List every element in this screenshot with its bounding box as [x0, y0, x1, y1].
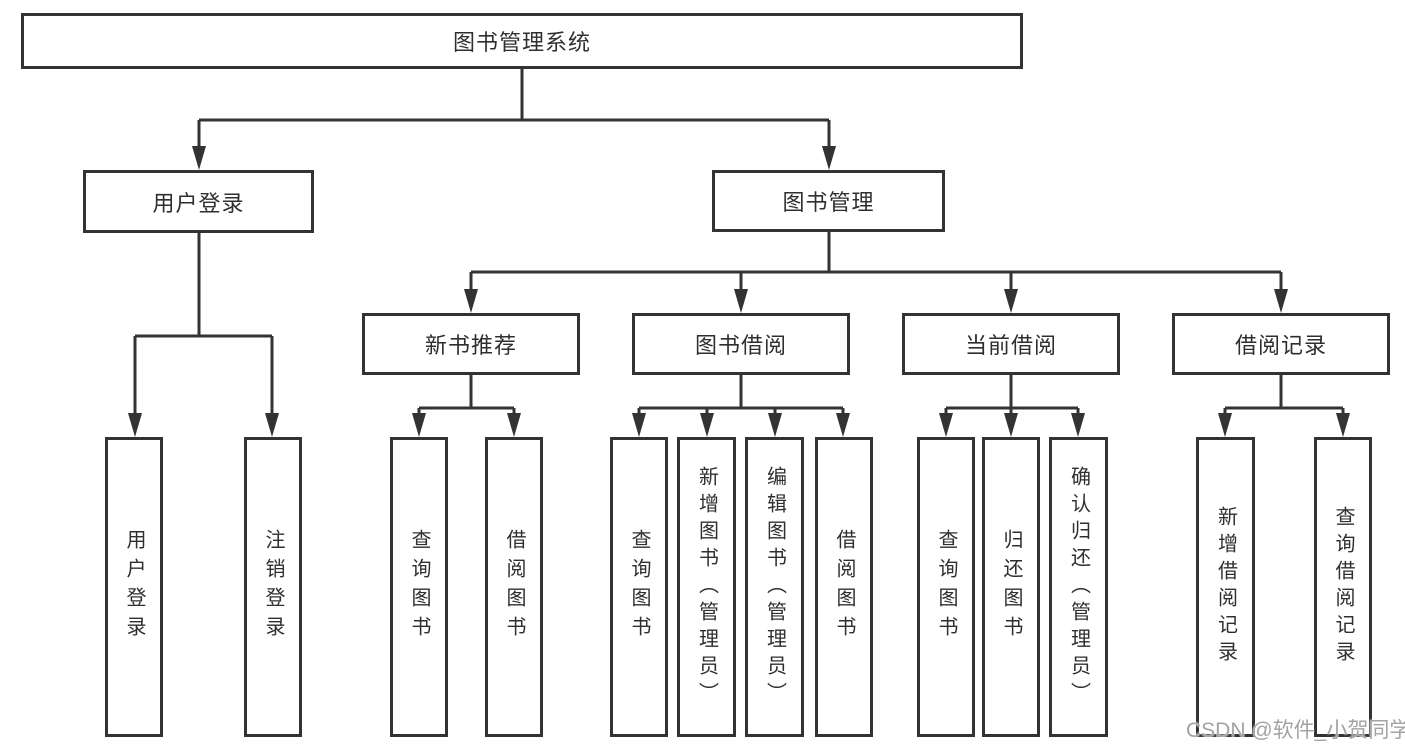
leaf-recommend-borrow-book: 借阅图书: [485, 437, 543, 737]
watermark: CSDN @软件_小贺同学: [1186, 719, 1405, 742]
node-current-borrow: 当前借阅: [902, 313, 1120, 375]
node-new-book-recommend: 新书推荐: [362, 313, 580, 375]
leaf-add-borrow-record-label: 新增借阅记录: [1214, 506, 1237, 668]
leaf-confirm-return-admin: 确认归还（管理员）: [1049, 437, 1108, 737]
leaf-add-borrow-record: 新增借阅记录: [1196, 437, 1255, 737]
leaf-current-query-book-label: 查询图书: [935, 529, 957, 645]
leaf-recommend-borrow-book-label: 借阅图书: [503, 529, 525, 645]
leaf-logout: 注销登录: [244, 437, 302, 737]
leaf-recommend-query-book-label: 查询图书: [408, 529, 430, 645]
leaf-edit-book-admin: 编辑图书（管理员）: [745, 437, 804, 737]
leaf-confirm-return-admin-label: 确认归还（管理员）: [1067, 465, 1090, 709]
arrowheads: [128, 146, 1350, 437]
node-book-borrow: 图书借阅: [632, 313, 850, 375]
leaf-borrow-query-book-label: 查询图书: [628, 529, 650, 645]
leaf-add-book-admin-label: 新增图书（管理员）: [695, 465, 718, 709]
leaf-borrow-query-book: 查询图书: [610, 437, 668, 737]
node-borrow-records: 借阅记录: [1172, 313, 1390, 375]
leaf-return-book: 归还图书: [982, 437, 1040, 737]
node-user-login-label: 用户登录: [152, 190, 245, 216]
node-borrow-records-label: 借阅记录: [1234, 333, 1327, 358]
node-library-system-label: 图书管理系统: [452, 30, 591, 55]
leaf-return-book-label: 归还图书: [1000, 529, 1022, 645]
leaf-borrow-book: 借阅图书: [815, 437, 873, 737]
leaf-user-login: 用户登录: [105, 437, 163, 737]
node-book-borrow-label: 图书借阅: [694, 333, 787, 358]
leaf-query-borrow-record: 查询借阅记录: [1314, 437, 1372, 737]
leaf-recommend-query-book: 查询图书: [390, 437, 448, 737]
leaf-logout-label: 注销登录: [262, 529, 284, 645]
node-book-management-label: 图书管理: [782, 190, 875, 215]
node-new-book-recommend-label: 新书推荐: [424, 333, 517, 358]
node-current-borrow-label: 当前借阅: [964, 333, 1057, 358]
leaf-user-login-label: 用户登录: [123, 529, 145, 645]
node-user-login: 用户登录: [83, 170, 314, 233]
leaf-query-borrow-record-label: 查询借阅记录: [1332, 506, 1354, 668]
leaf-current-query-book: 查询图书: [917, 437, 975, 737]
leaf-borrow-book-label: 借阅图书: [833, 529, 855, 645]
leaf-edit-book-admin-label: 编辑图书（管理员）: [763, 465, 786, 709]
node-library-system: 图书管理系统: [21, 13, 1023, 69]
node-book-management: 图书管理: [712, 170, 945, 232]
leaf-add-book-admin: 新增图书（管理员）: [677, 437, 736, 737]
